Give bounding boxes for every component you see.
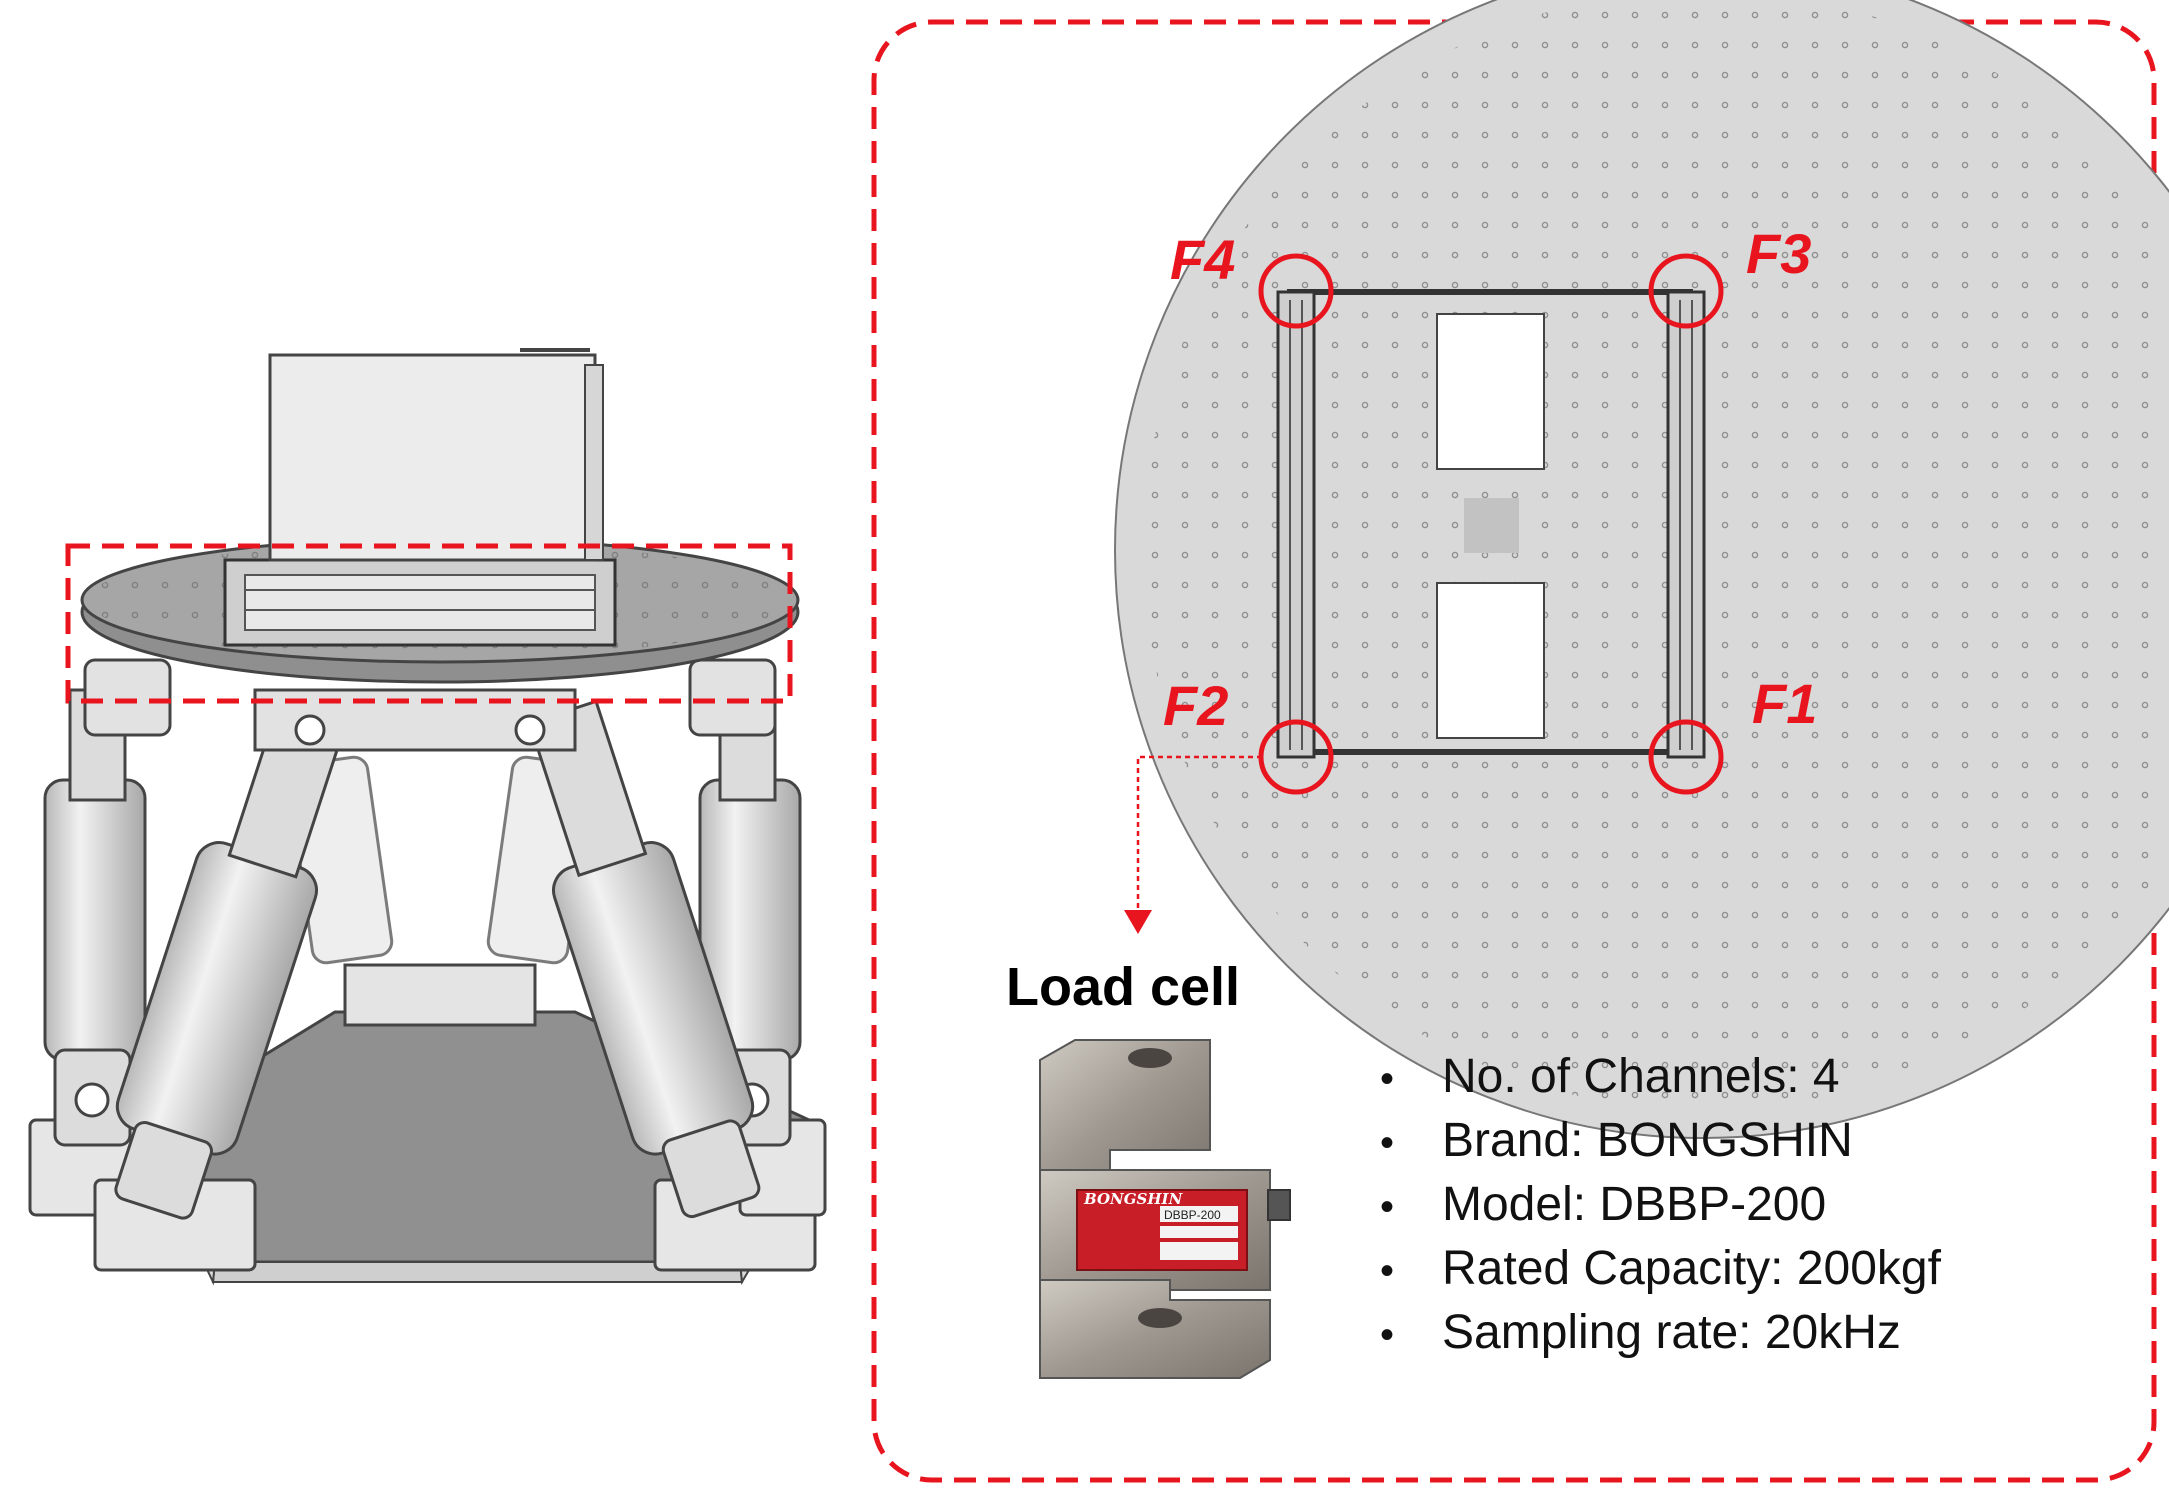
spec-item: • No. of Channels: 4 [1380, 1046, 1941, 1110]
spec-text: Sampling rate: 20kHz [1442, 1306, 1901, 1359]
loadcell-callout-arrow [1124, 755, 1262, 934]
f3-label: F3 [1746, 222, 1812, 285]
f1-marker [1648, 719, 1724, 795]
spec-item: • Brand: BONGSHIN [1380, 1110, 1941, 1174]
load-cell-image [1039, 1039, 1291, 1379]
f4-marker [1258, 253, 1334, 329]
spec-text: Rated Capacity: 200kgf [1442, 1242, 1941, 1295]
f1-label: F1 [1752, 672, 1818, 735]
bullet-icon: • [1380, 1057, 1395, 1101]
bullet-icon: • [1380, 1313, 1395, 1357]
f3-marker [1648, 253, 1724, 329]
f2-label: F2 [1163, 674, 1229, 737]
loadcell-title: Load cell [1006, 957, 1241, 1017]
spec-item: • Model: DBBP-200 [1380, 1174, 1941, 1238]
bullet-icon: • [1380, 1185, 1395, 1229]
stewart-platform-illustration [28, 348, 827, 1286]
spec-text: Brand: BONGSHIN [1442, 1114, 1853, 1167]
bullet-icon: • [1380, 1121, 1395, 1165]
spec-text: Model: DBBP-200 [1442, 1178, 1827, 1231]
loadcell-label-brand: BONGSHIN [1083, 1190, 1184, 1208]
highlight-box-left [65, 543, 793, 704]
spec-list: • No. of Channels: 4 • Brand: BONGSHIN • Mo… [1380, 1046, 1941, 1366]
mounted-box [268, 353, 597, 562]
f4-label: F4 [1170, 228, 1236, 291]
bullet-icon: • [1380, 1249, 1395, 1293]
spec-text: No. of Channels: 4 [1442, 1050, 1840, 1103]
spec-item: • Sampling rate: 20kHz [1380, 1302, 1941, 1366]
platform-top-view [1114, 0, 2169, 1139]
spec-item: • Rated Capacity: 200kgf [1380, 1238, 1941, 1302]
loadcell-label-model: DBBP-200 [1164, 1208, 1221, 1222]
